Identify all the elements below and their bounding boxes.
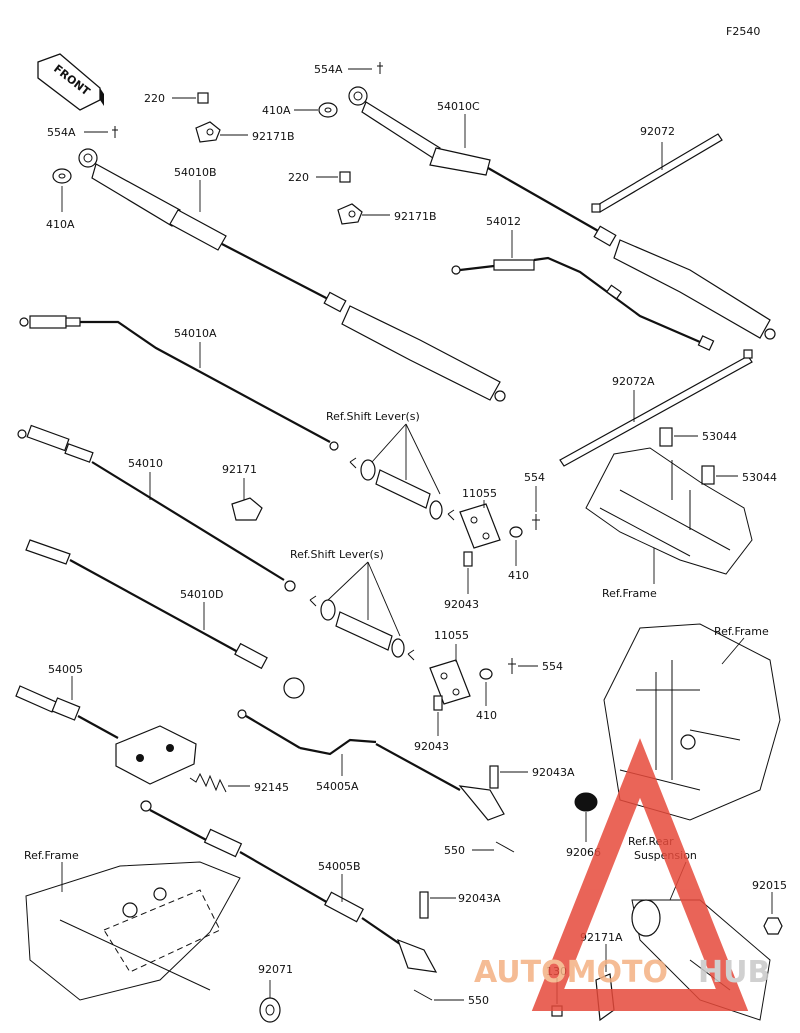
clip-53044-bot xyxy=(701,465,738,485)
label-54010: 54010 xyxy=(128,457,163,470)
label-410a-top: 410A xyxy=(262,104,291,117)
cable-54005a xyxy=(237,709,505,821)
clamp-92171b-mid xyxy=(337,203,390,225)
spring-92145 xyxy=(189,772,250,793)
label-92171: 92171 xyxy=(222,463,257,476)
label-554-top: 554 xyxy=(524,471,545,484)
cotter-pin-554-top xyxy=(532,486,540,530)
label-92043a-bot: 92043A xyxy=(458,892,501,905)
label-54010b: 54010B xyxy=(174,166,217,179)
label-554-bot: 554 xyxy=(542,660,563,673)
label-54005: 54005 xyxy=(48,663,83,676)
frame-sketch-right-top xyxy=(585,447,753,584)
label-550-bot: 550 xyxy=(468,994,489,1007)
label-220-top: 220 xyxy=(144,92,165,105)
watermark: AUTOMOTO HUB xyxy=(474,738,770,1011)
label-54005a: 54005A xyxy=(316,780,359,793)
label-554a-top: 554A xyxy=(314,63,343,76)
label-54005b: 54005B xyxy=(318,860,361,873)
cable-tie-92072 xyxy=(591,133,723,213)
label-11055-top: 11055 xyxy=(462,487,497,500)
figure-code: F2540 xyxy=(726,25,760,38)
front-arrow-icon: FRONT xyxy=(37,53,104,111)
cable-tie-92072a xyxy=(559,349,753,467)
washer-410a-left xyxy=(52,168,72,212)
label-410a-left: 410A xyxy=(46,218,75,231)
cable-54010 xyxy=(17,424,296,592)
cable-54010c xyxy=(348,86,776,340)
ref-frame-right-top: Ref.Frame xyxy=(602,587,657,600)
cable-54010d xyxy=(25,539,305,699)
cable-54005b xyxy=(140,800,438,973)
shift-lever-parts-top xyxy=(349,457,455,521)
bracket-11055-top xyxy=(459,500,501,549)
watermark-brand-right: HUB xyxy=(698,955,770,990)
label-11055-bot: 11055 xyxy=(434,629,469,642)
frame-sketch-right-mid xyxy=(603,623,781,821)
shift-lever-parts-bot xyxy=(309,595,415,661)
bolt-220-top xyxy=(172,92,209,104)
cotter-pin-550-top xyxy=(472,841,515,853)
label-554a-left: 554A xyxy=(47,126,76,139)
washer-410-bot xyxy=(479,668,493,706)
label-220-mid: 220 xyxy=(288,171,309,184)
label-92015: 92015 xyxy=(752,879,787,892)
cable-54005 xyxy=(15,676,197,785)
watermark-logo-icon xyxy=(531,738,749,1011)
label-92043-top: 92043 xyxy=(444,598,479,611)
label-53044-top: 53044 xyxy=(702,430,737,443)
nut-92015 xyxy=(763,892,783,935)
label-92072a: 92072A xyxy=(612,375,655,388)
washer-410a-top xyxy=(294,102,338,118)
cotter-pin-554a-left xyxy=(84,126,118,138)
ref-shift-lever-top: Ref.Shift Lever(s) xyxy=(326,410,420,423)
cable-54010a xyxy=(19,315,339,451)
ref-frame-left: Ref.Frame xyxy=(24,849,79,862)
label-92171b-top: 92171B xyxy=(252,130,295,143)
cap-92066 xyxy=(574,792,598,842)
label-54010c: 54010C xyxy=(437,100,480,113)
bolt-220-mid xyxy=(316,171,351,183)
ref-shift-lever-bot: Ref.Shift Lever(s) xyxy=(290,548,384,561)
pin-92043a-bot xyxy=(419,891,456,919)
label-92043a-top: 92043A xyxy=(532,766,575,779)
label-54010a: 54010A xyxy=(174,327,217,340)
label-92171a: 92171A xyxy=(580,931,623,944)
label-92072: 92072 xyxy=(640,125,675,138)
label-410-top: 410 xyxy=(508,569,529,582)
pin-92043-bot xyxy=(433,695,443,736)
cotter-pin-554-bot xyxy=(508,658,538,674)
washer-410-top xyxy=(509,526,523,566)
label-54012: 54012 xyxy=(486,215,521,228)
label-92043-bot: 92043 xyxy=(414,740,449,753)
pin-92043a-top xyxy=(489,765,528,789)
cotter-pin-554a-top xyxy=(348,62,383,74)
label-550-top: 550 xyxy=(444,844,465,857)
pin-92043-top xyxy=(463,551,473,594)
cotter-pin-550-bot xyxy=(413,989,464,1001)
label-92066: 92066 xyxy=(566,846,601,859)
label-92145: 92145 xyxy=(254,781,289,794)
ref-frame-right-mid: Ref.Frame xyxy=(714,625,769,638)
label-53044-bot: 53044 xyxy=(742,471,777,484)
label-410-bot: 410 xyxy=(476,709,497,722)
cable-54010b xyxy=(78,148,506,402)
clip-53044-top xyxy=(659,427,698,447)
label-92071: 92071 xyxy=(258,963,293,976)
clamp-92171 xyxy=(231,478,263,521)
label-54010d: 54010D xyxy=(180,588,223,601)
cable-54012 xyxy=(451,230,715,351)
watermark-brand-left: AUTOMOTO xyxy=(474,955,668,990)
clamp-92171b-top xyxy=(195,121,248,143)
frame-sketch-left xyxy=(25,861,241,1001)
label-92171b-mid: 92171B xyxy=(394,210,437,223)
grommet-92071 xyxy=(259,980,281,1023)
bracket-11055-bot xyxy=(429,644,471,705)
